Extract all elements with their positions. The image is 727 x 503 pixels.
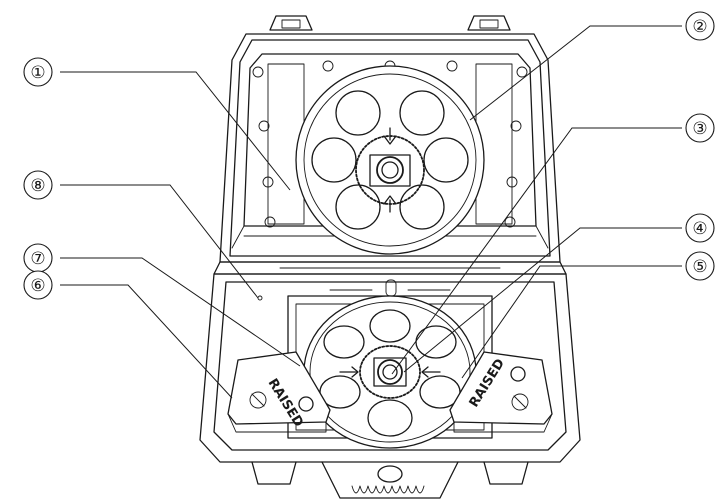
lid-hole [252,66,264,78]
base-inner-rim [213,281,567,451]
callout-6: ⑥ [23,270,53,300]
case-handle [321,461,459,499]
lower-hub-arrow-left [421,366,441,378]
callout-4-circle [685,213,715,243]
left-wedge-base [227,413,327,433]
callout-6-label: ⑥ [30,276,45,296]
lid-corner-line [231,225,245,249]
lower-plate-cutout [369,309,411,343]
upper-plate-cutout [335,90,381,136]
callout-2-label: ② [692,17,707,37]
upper-hub-arrow-down [383,127,397,145]
lower-hub-arrow-right [339,366,359,378]
upper-hub-clamp [369,154,411,187]
left-wedge-warning-icon [249,391,267,409]
upper-plate-cutout [399,90,445,136]
base-outer-shell [199,273,581,463]
upper-hub-core [381,161,399,179]
left-wedge-block: RAISED [227,351,331,433]
callout-8: ⑧ [23,170,53,200]
upper-plate-cutout [335,184,381,230]
handle-lock-ring [377,465,403,483]
right-wedge-warning-slash [513,395,527,409]
upper-plate-cutout [399,184,445,230]
lower-plate-inner-ring [309,301,471,443]
callout-3-label: ③ [692,119,707,139]
case-base: RAISED RAISED [199,273,581,499]
callout-5-label: ⑤ [692,257,707,277]
lower-hub-core [382,364,398,380]
base-latch-right [483,461,529,485]
case-lid [219,15,561,263]
callout-5: ⑤ [685,251,715,281]
leader-line-7 [60,257,301,367]
base-latch-left [251,461,297,485]
leader-line-4 [403,227,682,373]
leader-line-2 [469,25,682,121]
callout-8-circle [23,170,53,200]
handle-grip [351,485,425,494]
leader-line-5 [461,265,682,379]
callout-6-circle [23,270,53,300]
lid-hole [506,176,518,188]
upper-hub-center [376,156,404,184]
lower-plate-cutout [367,399,413,437]
lid-hole [262,176,274,188]
lid-latch-left [269,15,313,31]
left-wedge-warning-slash [251,393,265,407]
upper-plate-inner-ring [303,73,477,247]
callout-1-circle [23,57,53,87]
upper-plate-cutout [311,137,357,183]
case-hinge [213,261,567,275]
callout-1-label: ① [30,63,45,83]
lower-plate-cutout [323,325,365,359]
callout-3: ③ [685,113,715,143]
lid-hole [504,216,516,228]
left-wedge-logo-icon [298,396,314,412]
lid-hole [446,60,458,72]
upper-plate-outer-ring [295,65,485,255]
base-pin [257,295,263,301]
callout-5-circle [685,251,715,281]
leader-line-6 [60,284,233,399]
leader-line-3 [391,127,682,375]
lid-hole [264,216,276,228]
lower-plate-outer-ring [303,295,477,449]
callout-2-circle [685,11,715,41]
leader-line-1 [60,71,291,191]
lid-hole [510,120,522,132]
right-wedge-block: RAISED [449,351,553,433]
callout-4-label: ④ [692,219,707,239]
lid-latch-right-slot [479,19,499,29]
lid-inner-rim [229,39,551,257]
callouts: ① ② ③ ④ ⑤ ⑧ ⑦ [23,11,715,399]
lid-hole [322,60,334,72]
lid-corner-line [535,225,549,249]
callout-8-label: ⑧ [30,176,45,196]
lower-hub-print-ring [359,345,421,399]
lid-hole [258,120,270,132]
callout-1: ① [23,57,53,87]
lower-wheel-plate [303,295,477,449]
lid-hole [516,66,528,78]
callout-3-circle [685,113,715,143]
right-wedge-base [453,413,553,433]
callout-7: ⑦ [23,243,53,273]
callout-7-label: ⑦ [30,249,45,269]
callout-2: ② [685,11,715,41]
lower-hub-clamp [373,357,407,387]
upper-plate-cutout [423,137,469,183]
lower-hub-center [377,359,403,385]
lid-latch-left-slot [281,19,301,29]
callout-4: ④ [685,213,715,243]
right-wedge-warning-icon [511,393,529,411]
upper-wheel-plate [295,65,485,255]
upper-hub-arrow-up [383,195,397,213]
leader-line-8b [60,184,259,299]
lid-latch-right [467,15,511,31]
right-wedge-logo-icon [510,366,526,382]
